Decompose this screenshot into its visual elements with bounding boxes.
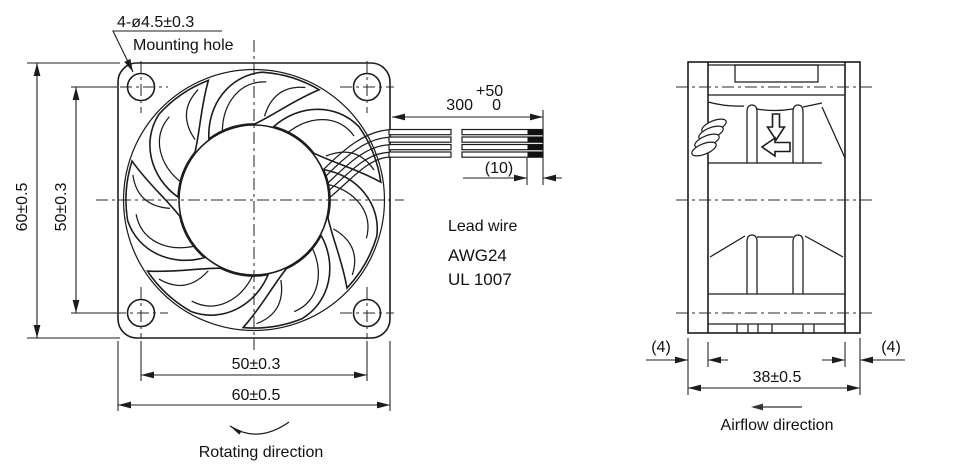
lead-wires-external [388, 128, 544, 158]
lead-wire-label: Lead wire [448, 218, 517, 235]
callout-spec: 4-ø4.5±0.3 [117, 14, 194, 31]
rotation-molded-arrow-icon [766, 113, 786, 142]
dimensions-side: (4) (4) 38±0.5 Airflow direction [646, 338, 905, 434]
fan-side-view [676, 61, 872, 334]
lead-wire-standard: UL 1007 [448, 270, 512, 289]
dim-width-outer: 60±0.5 [232, 387, 281, 404]
upper-rib-section [707, 101, 846, 164]
lead-wires-internal [323, 129, 391, 198]
dimensions-lead-wire: 300 +50 0 (10) Lead wire AWG24 UL 1007 [392, 83, 562, 289]
airflow-direction: Airflow direction [721, 403, 834, 434]
wire-coil [691, 118, 727, 157]
rotating-direction-label: Rotating direction [199, 444, 324, 461]
dim-flange-right: (4) [881, 339, 901, 356]
dim-flange-left: (4) [651, 339, 671, 356]
lower-rib-section [708, 234, 845, 333]
side-frame [687, 61, 861, 334]
label-recess [734, 64, 819, 83]
fan-front-view [96, 40, 405, 350]
stripped-wire-tips [527, 129, 543, 158]
dim-strip-length: (10) [485, 160, 513, 177]
rotating-direction: Rotating direction [199, 421, 324, 461]
dim-height-inner: 50±0.3 [53, 182, 70, 231]
callout-label: Mounting hole [133, 37, 234, 54]
airflow-direction-label: Airflow direction [721, 417, 834, 434]
dimensions-front: 60±0.5 50±0.3 50±0.3 60±0.5 4-ø4.5±0.3 M… [14, 14, 391, 461]
dim-height-outer: 60±0.5 [14, 182, 31, 231]
lead-wire-gauge: AWG24 [448, 246, 507, 265]
side-centerlines [676, 86, 872, 314]
airflow-molded-arrow-icon [760, 136, 791, 158]
dim-width-inner: 50±0.3 [232, 356, 281, 373]
dim-wire-tol-minus: 0 [492, 97, 501, 114]
dim-depth: 38±0.5 [753, 369, 802, 386]
dim-wire-length: 300 [446, 97, 473, 114]
centerlines [96, 40, 404, 350]
dim-wire-tol-plus: +50 [476, 83, 503, 100]
callout-mounting-hole: 4-ø4.5±0.3 Mounting hole [112, 14, 234, 73]
